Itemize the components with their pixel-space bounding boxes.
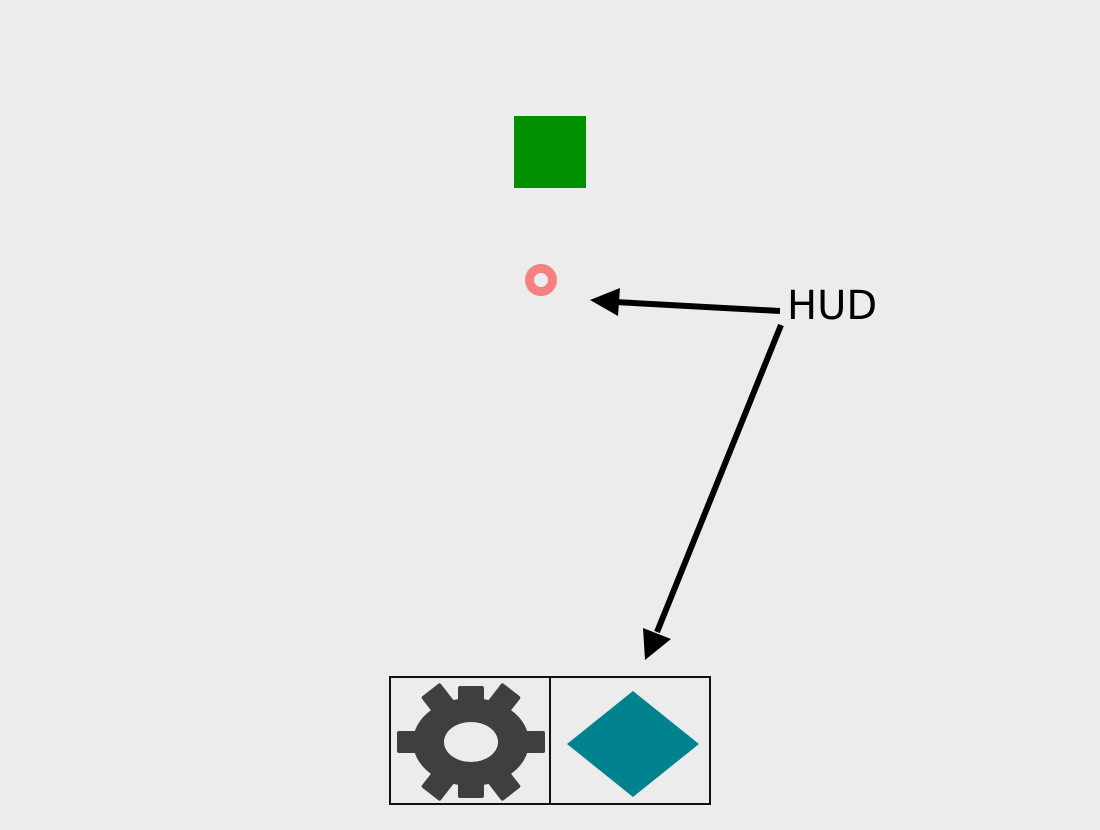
toolbar-slot-gear[interactable] bbox=[391, 678, 549, 803]
arrow-to-crosshair bbox=[614, 299, 781, 314]
toolbar-slot-diamond[interactable] bbox=[549, 678, 709, 803]
diamond-icon bbox=[567, 691, 699, 797]
crosshair-ring-icon bbox=[525, 264, 557, 296]
hud-toolbar bbox=[389, 676, 711, 805]
green-square-icon bbox=[514, 116, 586, 188]
gear-icon bbox=[397, 683, 545, 801]
arrowhead-toolbar bbox=[643, 628, 671, 660]
arrow-to-toolbar bbox=[654, 323, 784, 634]
hud-label: HUD bbox=[787, 283, 878, 329]
arrowhead-crosshair bbox=[590, 288, 620, 316]
